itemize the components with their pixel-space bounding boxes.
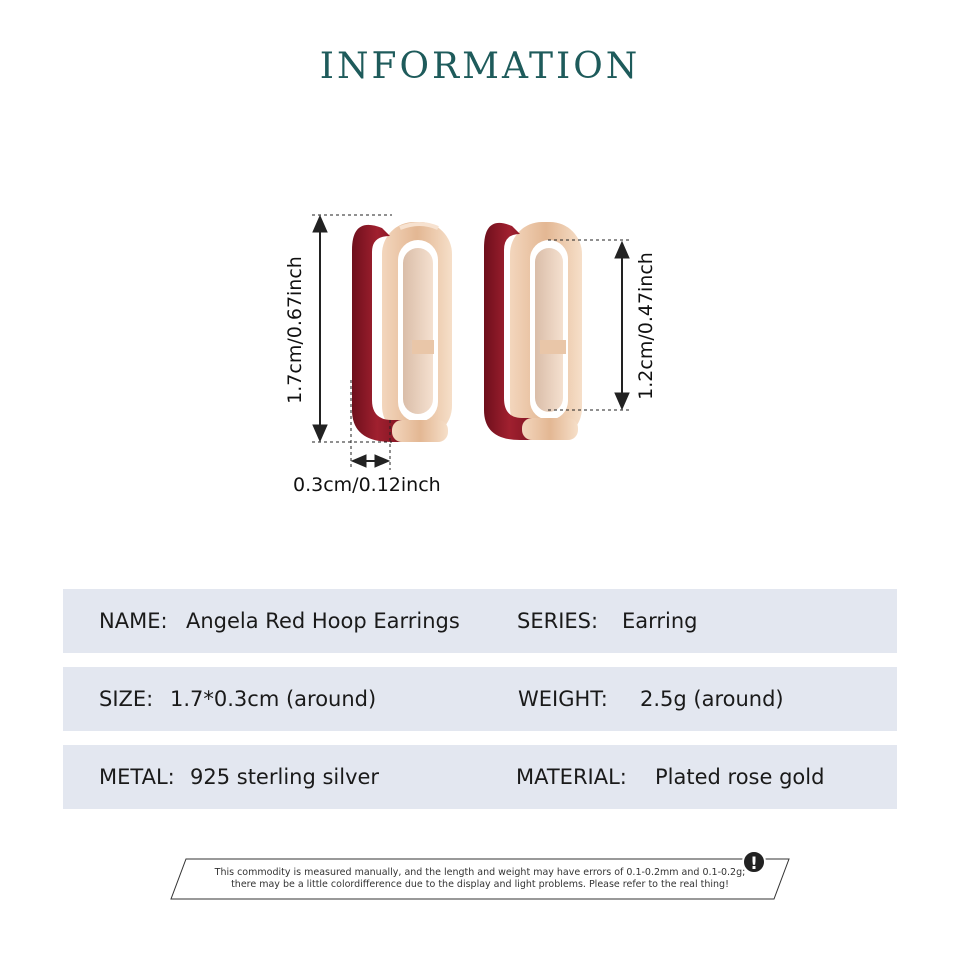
metal-value: 925 sterling silver [190,765,380,789]
series-label: SERIES: [517,609,599,633]
spec-table: NAME: Angela Red Hoop Earrings SERIES: E… [63,589,897,823]
page-title: INFORMATION [319,46,641,87]
dimension-height-inner [548,239,630,411]
weight-value: 2.5g (around) [640,687,784,711]
exclamation-icon: ! [742,850,766,874]
material-label: MATERIAL: [516,765,627,789]
size-label: SIZE: [99,687,154,711]
metal-label: METAL: [99,765,175,789]
dimension-height-outer [312,214,392,443]
name-value: Angela Red Hoop Earrings [186,609,460,633]
dimension-height-outer-label: 1.7cm/0.67inch [284,256,306,404]
spec-row-name: NAME: Angela Red Hoop Earrings SERIES: E… [63,589,897,653]
name-label: NAME: [99,609,168,633]
dimension-thickness-label: 0.3cm/0.12inch [293,474,441,496]
earrings-illustration [312,214,630,470]
spec-row-size: SIZE: 1.7*0.3cm (around) WEIGHT: 2.5g (a… [63,667,897,731]
notice-line-1: This commodity is measured manually, and… [214,867,746,878]
measurement-notice: This commodity is measured manually, and… [170,850,790,900]
notice-frame [170,858,790,900]
weight-label: WEIGHT: [518,687,608,711]
spec-row-metal: METAL: 925 sterling silver MATERIAL: Pla… [63,745,897,809]
series-value: Earring [622,609,698,633]
material-value: Plated rose gold [655,765,825,789]
left-earring [352,222,452,442]
notice-line-2: there may be a little colordifference du… [231,879,729,890]
dimension-thickness [350,380,391,470]
right-earring [484,222,582,440]
product-figure: 1.7cm/0.67inch 1.2cm/0.47inch 0.3cm/0.12… [284,214,657,496]
notice-text: This commodity is measured manually, and… [200,867,760,891]
dimension-height-inner-label: 1.2cm/0.47inch [635,252,657,400]
size-value: 1.7*0.3cm (around) [170,687,377,711]
